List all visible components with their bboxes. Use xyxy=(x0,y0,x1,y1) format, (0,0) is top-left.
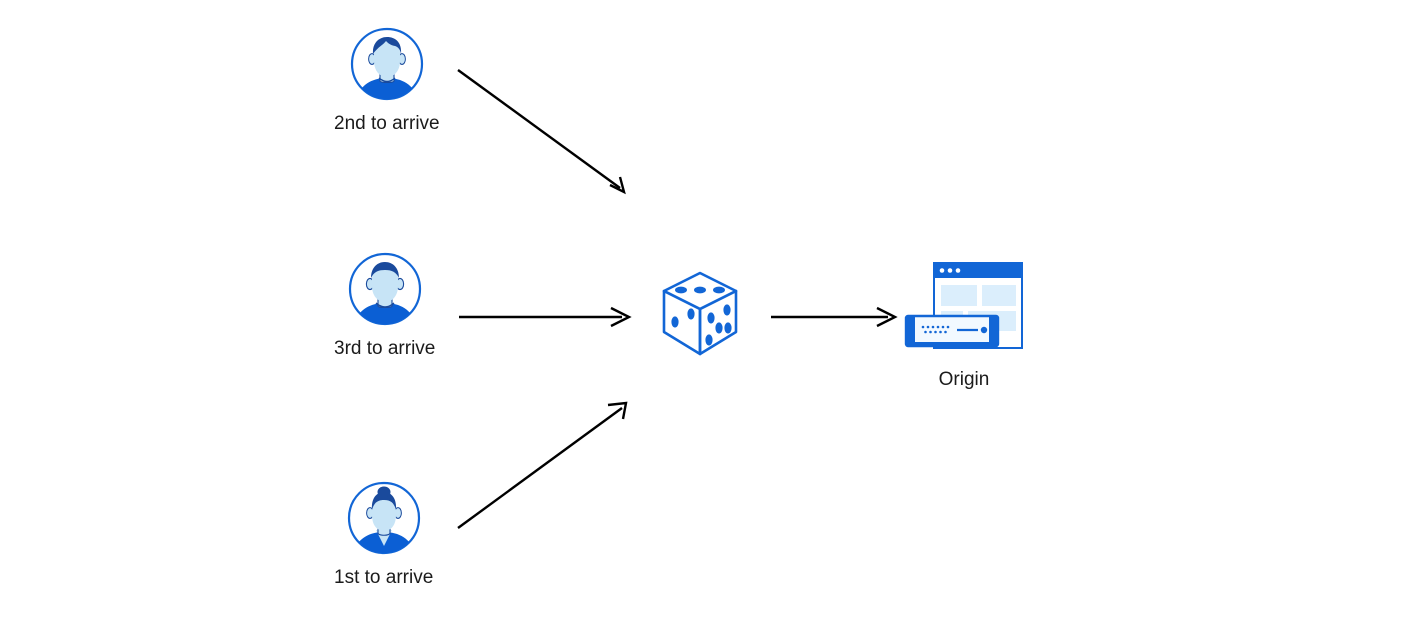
dice-top-pips xyxy=(675,286,725,294)
node-client-2nd[interactable]: 2nd to arrive xyxy=(334,26,440,133)
node-label: 2nd to arrive xyxy=(334,113,440,134)
dice-right-pips xyxy=(705,304,732,346)
node-randomizer[interactable] xyxy=(654,266,746,362)
node-origin[interactable]: Origin xyxy=(904,258,1024,389)
user-avatar-icon xyxy=(347,251,423,327)
user-avatar-icon xyxy=(349,26,425,102)
node-label: Origin xyxy=(938,369,990,390)
user-avatar-icon xyxy=(346,480,422,556)
dice-left-pips xyxy=(671,308,695,328)
origin-server-icon xyxy=(904,258,1024,358)
dice-icon xyxy=(654,266,746,362)
edge-3rd-to-dice xyxy=(459,306,632,328)
edge-1st-to-dice xyxy=(457,401,628,529)
server-appliance-icon xyxy=(904,314,1000,348)
edge-2nd-to-dice xyxy=(457,69,626,195)
node-client-1st[interactable]: 1st to arrive xyxy=(334,480,433,587)
node-client-3rd[interactable]: 3rd to arrive xyxy=(334,251,435,358)
edge-dice-to-origin xyxy=(771,306,898,328)
node-label: 1st to arrive xyxy=(334,567,434,588)
node-label: 3rd to arrive xyxy=(334,338,436,359)
